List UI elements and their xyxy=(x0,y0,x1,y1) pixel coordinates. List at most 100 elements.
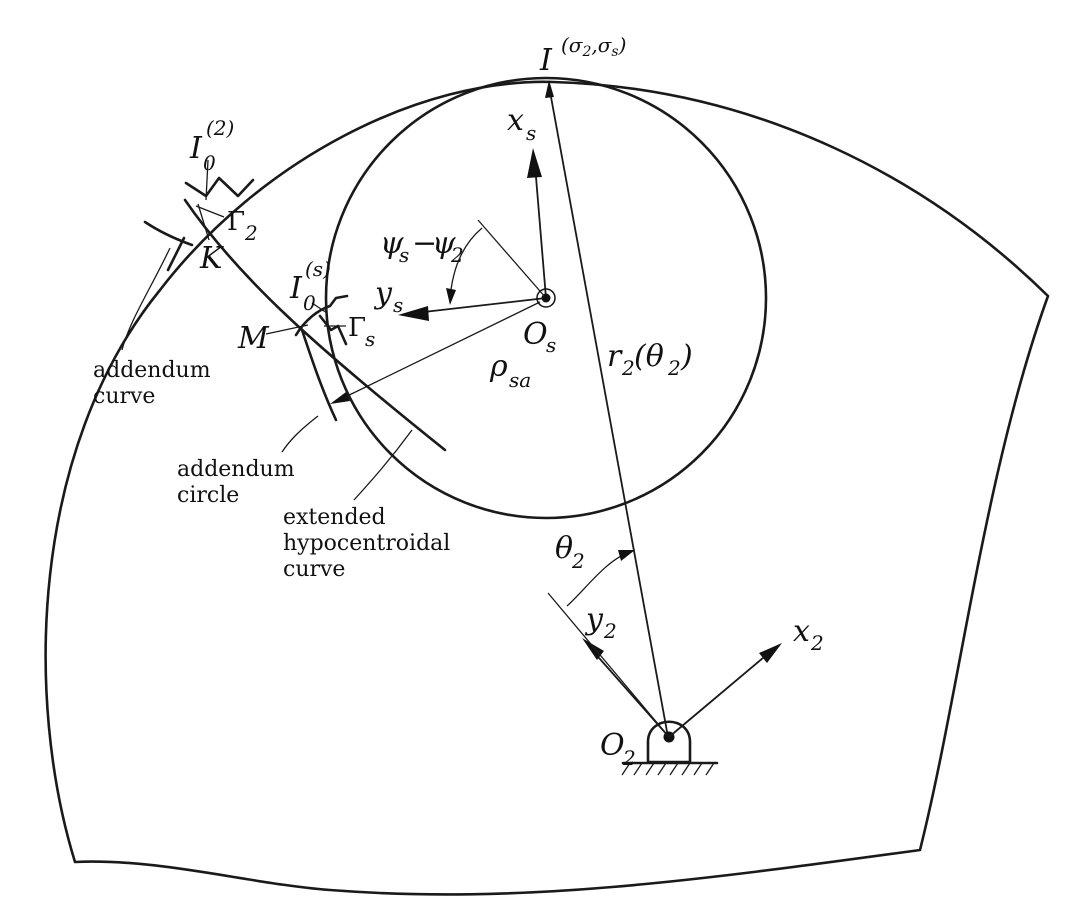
label-I0-s: I 0 (s) xyxy=(289,257,331,315)
svg-text:I: I xyxy=(189,131,203,166)
addendum-circle-arc xyxy=(300,328,338,422)
label-ys: y s xyxy=(373,276,403,317)
svg-text:s: s xyxy=(365,327,375,351)
theta2-arc-arrowhead xyxy=(618,550,635,561)
tooth-profile-s xyxy=(294,294,349,337)
psi-reference-line xyxy=(477,219,547,299)
leader-gamma2 xyxy=(195,205,225,218)
gear-body-outline xyxy=(44,80,1050,896)
svg-text:y: y xyxy=(373,276,393,311)
os-center-ring xyxy=(536,288,556,308)
extended-hypocentroidal-curve xyxy=(183,198,447,452)
svg-text:s: s xyxy=(399,243,409,267)
leader-k xyxy=(197,203,210,241)
leader-addendum-circle xyxy=(281,415,319,453)
x2-arrowhead xyxy=(759,643,782,663)
svg-text:s: s xyxy=(393,293,403,317)
svg-text:−: − xyxy=(412,226,437,261)
xs-arrowhead xyxy=(527,148,542,178)
label-xs: x s xyxy=(507,103,536,145)
svg-text:ρ: ρ xyxy=(489,349,508,384)
leader-m xyxy=(265,324,309,335)
label-gamma2: Γ 2 xyxy=(227,207,258,245)
svg-text:2: 2 xyxy=(810,631,824,655)
svg-text:r: r xyxy=(607,339,623,374)
label-O2: O 2 xyxy=(600,728,636,770)
label-M: M xyxy=(237,321,270,356)
svg-text:curve: curve xyxy=(283,557,345,582)
tooth-profile-2 xyxy=(166,176,255,272)
svg-text:2: 2 xyxy=(622,746,636,770)
svg-text:θ: θ xyxy=(555,531,573,566)
psi-arc-arrowhead xyxy=(446,288,456,305)
label-I0-2: I 0 (2) xyxy=(189,116,234,175)
svg-text:Γ: Γ xyxy=(348,313,366,343)
svg-text:extended: extended xyxy=(283,505,386,530)
svg-text:2: 2 xyxy=(603,619,617,643)
centrode-circle xyxy=(324,76,768,520)
y2-arrowhead xyxy=(582,638,604,660)
rho-sa-line xyxy=(334,301,541,403)
o2-pivot-housing xyxy=(646,720,692,764)
svg-text:(σ2,σs): (σ2,σs) xyxy=(561,33,626,60)
label-y2: y 2 xyxy=(584,602,617,643)
svg-text:2: 2 xyxy=(667,356,681,380)
label-gammas: Γ s xyxy=(348,313,375,351)
svg-text:y: y xyxy=(584,602,604,637)
note-addendum-circle: addendum circle xyxy=(177,457,295,508)
svg-text:O: O xyxy=(600,728,625,763)
svg-text:x: x xyxy=(793,614,810,649)
svg-text:x: x xyxy=(507,103,524,138)
svg-text:2: 2 xyxy=(571,549,585,573)
radius-vector-arrowhead xyxy=(545,80,554,98)
note-addendum-curve: addendum curve xyxy=(93,358,211,409)
svg-text:ψ: ψ xyxy=(380,226,404,261)
ys-axis xyxy=(414,297,547,314)
label-psi: ψ s − ψ 2 xyxy=(380,226,464,267)
svg-text:sa: sa xyxy=(509,368,531,392)
note-extended-hypocentroidal-curve: extended hypocentroidal curve xyxy=(283,505,450,582)
svg-text:I: I xyxy=(539,43,553,78)
rho-sa-arrowhead xyxy=(330,392,350,404)
ys-arrowhead xyxy=(398,306,429,321)
label-Os: O s xyxy=(523,317,556,357)
svg-text:ψ: ψ xyxy=(432,226,456,261)
label-x2: x 2 xyxy=(793,614,824,655)
svg-text:2: 2 xyxy=(450,243,464,267)
label-r2-theta2: r 2 (θ 2 ) xyxy=(607,339,693,380)
svg-text:circle: circle xyxy=(177,483,239,508)
x2-axis xyxy=(668,651,771,738)
svg-text:(θ: (θ xyxy=(634,339,664,374)
label-theta2: θ 2 xyxy=(555,531,585,573)
svg-text:2: 2 xyxy=(244,221,258,245)
svg-text:0: 0 xyxy=(303,291,316,315)
label-rho-sa: ρ sa xyxy=(489,349,531,392)
svg-text:addendum: addendum xyxy=(177,457,295,482)
svg-text:I: I xyxy=(289,271,303,306)
leader-extended-curve xyxy=(353,429,413,501)
svg-text:(s): (s) xyxy=(305,257,331,281)
svg-text:curve: curve xyxy=(93,384,155,409)
svg-text:): ) xyxy=(680,339,693,374)
xs-axis xyxy=(534,164,547,299)
leader-i0s xyxy=(311,302,328,314)
svg-text:hypocentroidal: hypocentroidal xyxy=(283,531,450,556)
os-center-dot xyxy=(541,293,551,303)
label-I-sigma: I (σ2,σs) xyxy=(539,33,626,78)
svg-text:O: O xyxy=(523,317,548,352)
leader-addendum-curve xyxy=(121,247,171,351)
theta2-reference-line xyxy=(547,592,670,738)
svg-text:Γ: Γ xyxy=(227,207,245,237)
tooth-profile-s-2 xyxy=(318,314,348,346)
ground-hatching xyxy=(621,762,715,776)
svg-text:s: s xyxy=(546,333,556,357)
svg-text:(2): (2) xyxy=(206,116,234,140)
addendum-curve-arc xyxy=(143,220,194,247)
leader-i02 xyxy=(205,159,209,201)
label-K: K xyxy=(199,241,224,276)
svg-text:s: s xyxy=(526,121,536,145)
svg-text:2: 2 xyxy=(621,356,635,380)
radius-vector-line xyxy=(548,85,669,738)
svg-text:0: 0 xyxy=(203,151,216,175)
